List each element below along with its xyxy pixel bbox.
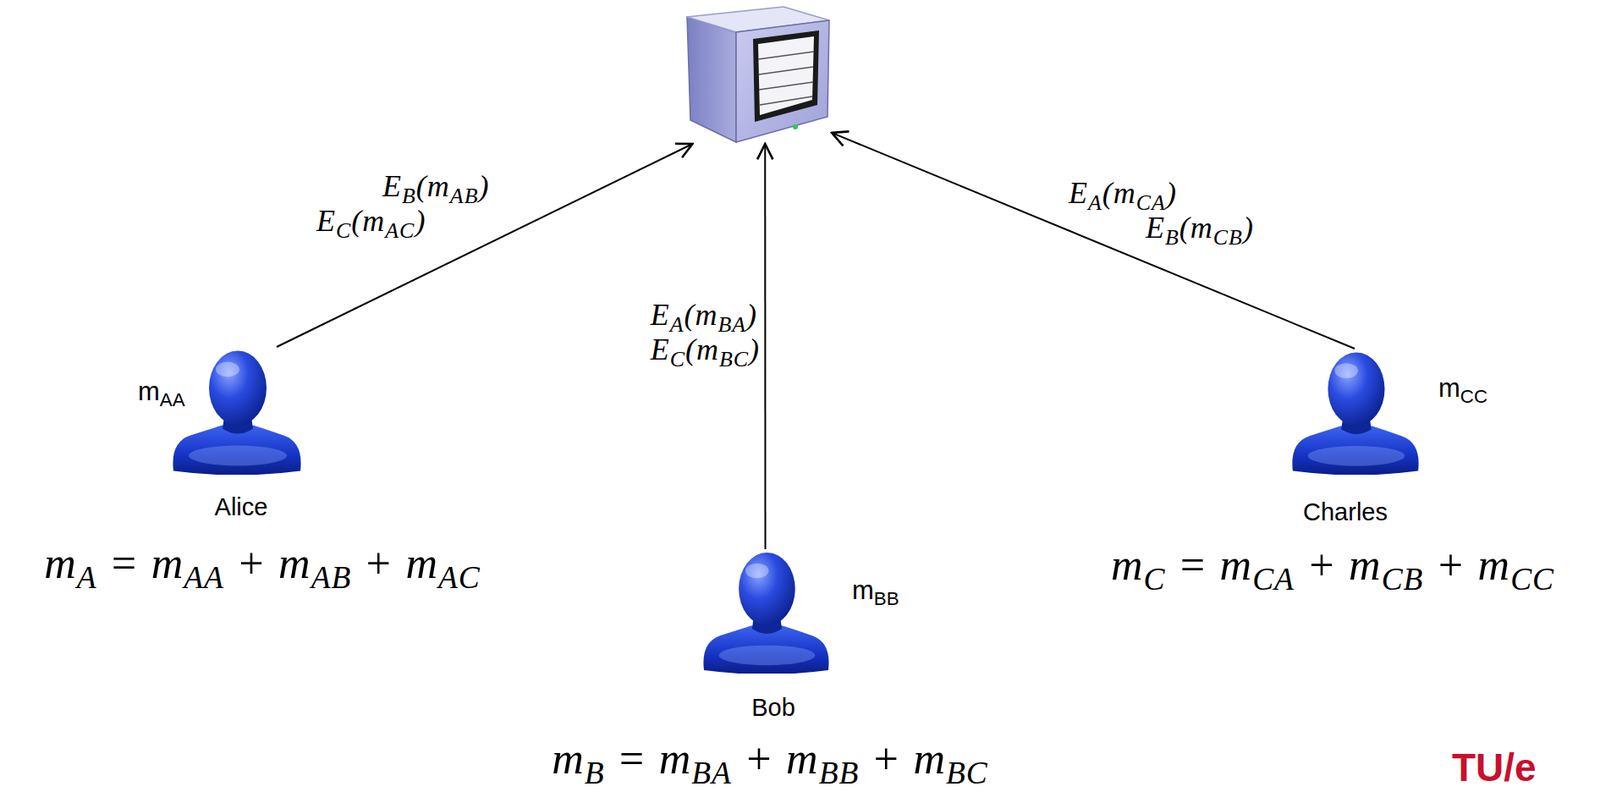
key-sum-formula: mA = mAA + mAB + mAC — [43, 538, 481, 589]
person-icon — [698, 549, 832, 674]
upload-arrow — [764, 143, 766, 550]
server-node — [683, 5, 832, 144]
user-key-label: mBB — [852, 574, 900, 606]
upload-arrow — [276, 143, 693, 347]
user-key-label: mAA — [137, 375, 186, 407]
user-node: mBBBobmB = mBA + mBB + mBC — [698, 549, 832, 674]
server-icon — [683, 5, 832, 144]
person-icon — [168, 346, 304, 475]
user-key-label: mCC — [1438, 372, 1488, 404]
encrypted-share-label: EA(mCA) EB(mCB) — [1068, 175, 1254, 247]
user-name: Alice — [214, 492, 269, 523]
encrypted-share-label: EA(mBA) EC(mBC) — [650, 297, 760, 369]
logo-text: TU/e — [1451, 747, 1537, 787]
user-node: mCCCharlesmC = mCA + mCB + mCC — [1287, 348, 1422, 475]
user-name: Charles — [1303, 497, 1388, 528]
key-sum-formula: mC = mCA + mCB + mCC — [1110, 539, 1555, 591]
person-icon-shape — [172, 351, 301, 476]
person-icon-shape — [1292, 351, 1419, 475]
encrypted-share-label: EB(mAB) EC(mAC) — [316, 169, 490, 240]
user-name: Bob — [751, 692, 796, 723]
server-icon-shape — [687, 6, 830, 143]
user-node: mAAAlicemA = mAA + mAB + mAC — [168, 346, 304, 475]
key-sum-formula: mB = mBA + mBB + mBC — [551, 733, 989, 785]
person-icon — [1287, 348, 1422, 475]
person-icon-shape — [703, 552, 829, 674]
upload-arrow — [831, 132, 1355, 349]
